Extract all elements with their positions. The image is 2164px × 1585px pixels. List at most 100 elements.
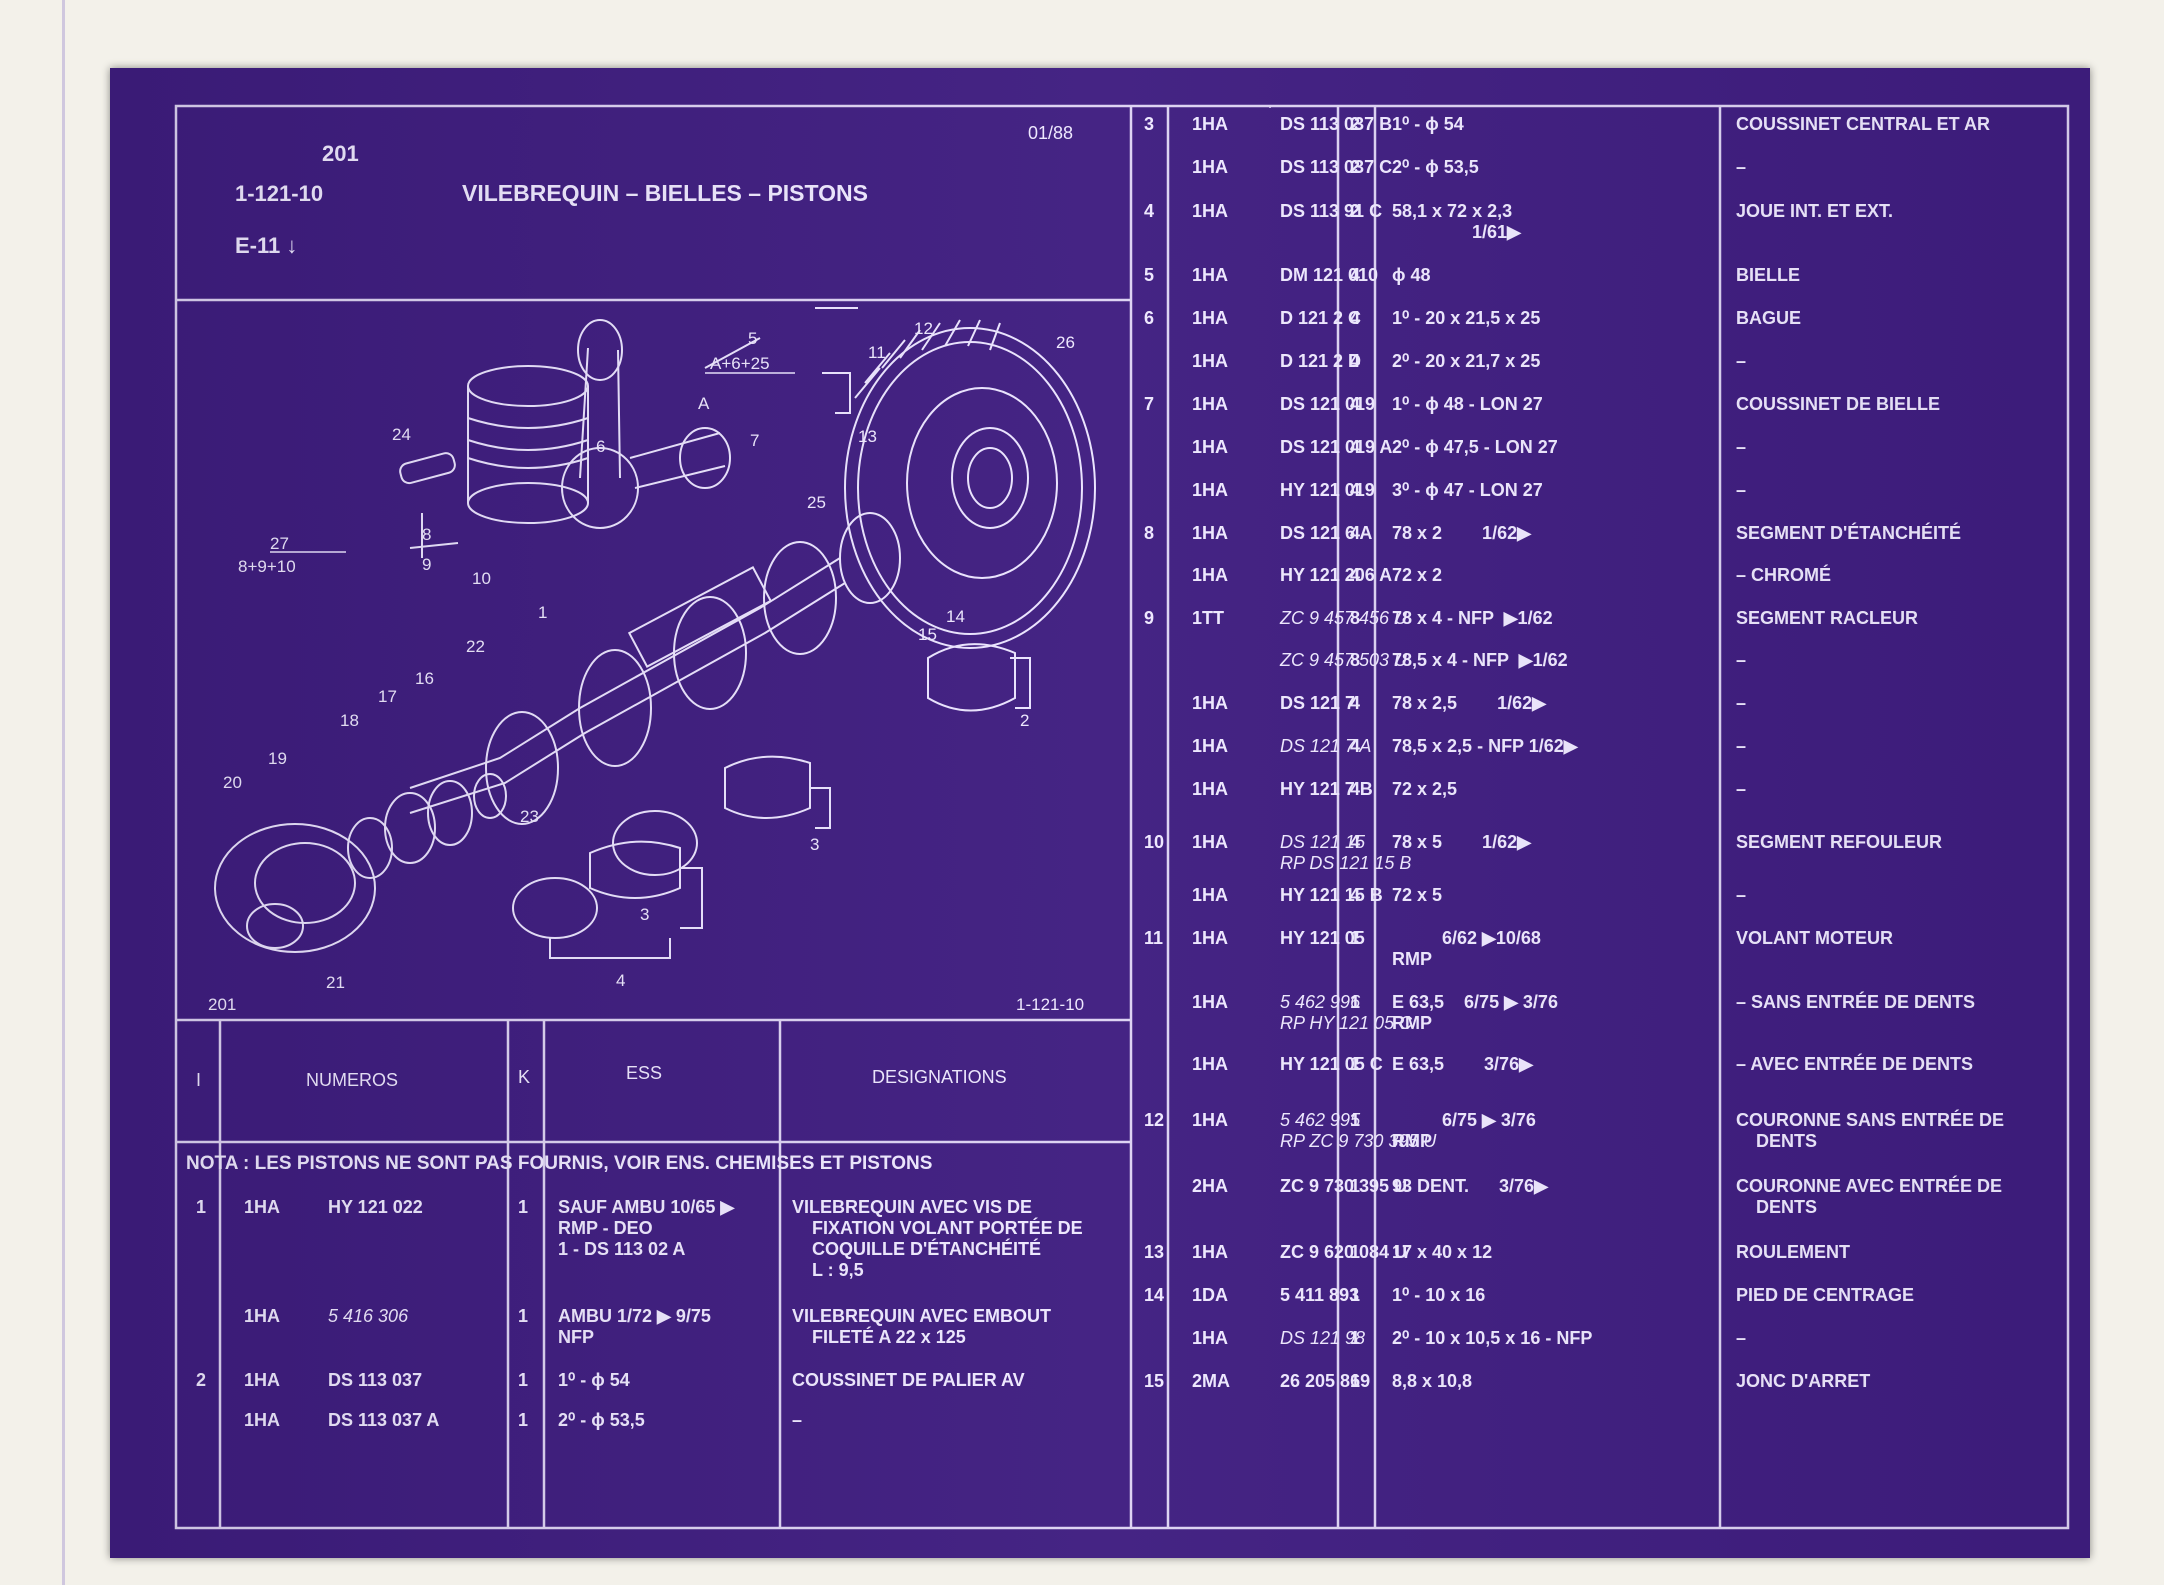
row-code: 1HA [1192, 308, 1229, 328]
diagram-label: 20 [223, 773, 242, 792]
row-part-number: HY 121 7 B [1280, 779, 1373, 799]
row-quantity: 1 [1350, 1371, 1361, 1391]
row-quantity: 8 [1350, 650, 1361, 670]
row-part-number: HY 121 019 [1280, 480, 1375, 500]
row-designation: – [792, 1410, 803, 1430]
row-quantity: 4 [1350, 265, 1361, 285]
row-code: 1HA [1192, 1110, 1229, 1130]
row-ess: 58,1 x 72 x 2,3 1/61▶ [1392, 201, 1521, 242]
row-designation: SEGMENT RACLEUR [1736, 608, 1919, 628]
row-ess: 78,5 x 2,5 - NFP 1/62▶ [1392, 736, 1578, 756]
diagram-label: 8 [422, 525, 432, 544]
row-designation: – [1736, 157, 1747, 177]
row-quantity: 4 [1350, 832, 1361, 852]
row-part-number: DS 121 7 [1280, 693, 1356, 713]
row-designation: – [1736, 736, 1747, 756]
row-part-number: DS 113 037 B [1280, 114, 1393, 134]
row-quantity: 8 [1350, 608, 1361, 628]
row-designation: VOLANT MOTEUR [1736, 928, 1893, 948]
diagram-label: 11 [868, 343, 886, 362]
row-index: 2 [196, 1370, 207, 1390]
row-code: 1HA [1192, 928, 1229, 948]
diagram-label: 24 [392, 425, 411, 444]
row-designation: – AVEC ENTRÉE DE DENTS [1736, 1054, 1974, 1074]
row-quantity: 4 [1350, 693, 1361, 713]
row-ess: 72 x 2,5 [1392, 779, 1458, 799]
row-designation: SEGMENT D'ÉTANCHÉITÉ [1736, 523, 1961, 543]
col-header-i: I [196, 1070, 202, 1090]
row-index: 3 [1144, 114, 1155, 134]
row-part-number: D 121 2 D [1280, 351, 1362, 371]
diagram-label: 7 [750, 431, 760, 450]
row-part-number: 5 462 996 RP HY 121 05 C [1280, 992, 1413, 1033]
row-ess: 72 x 2 [1392, 565, 1443, 585]
row-ess: 78 x 4 - NFP ▶1/62 [1392, 608, 1553, 628]
row-designation: BAGUE [1736, 308, 1802, 328]
row-code: 1HA [1192, 736, 1229, 756]
row-designation: – [1736, 1328, 1747, 1348]
row-code: 1HA [1192, 885, 1229, 905]
diagram-label: 23 [520, 807, 539, 826]
row-code: 1HA [1192, 523, 1229, 543]
row-part-number: 5 462 995 RP ZC 9 730 395 U [1280, 1110, 1437, 1151]
row-ess: E 63,5 6/75 ▶ 3/76 RMP [1392, 992, 1558, 1033]
page-number: 201 [322, 141, 359, 166]
diagram-label: 2 [1020, 711, 1030, 730]
row-index: 11 [1144, 928, 1164, 948]
row-code: 1HA [1192, 437, 1229, 457]
row-code: 1HA [244, 1370, 281, 1390]
page-title: VILEBREQUIN – BIELLES – PISTONS [462, 180, 868, 206]
row-code: 1HA [1192, 565, 1229, 585]
row-code: 1HA [1192, 265, 1229, 285]
row-part-number: D 121 2 C [1280, 308, 1362, 328]
row-ess: 8,8 x 10,8 [1392, 1371, 1473, 1391]
row-code: 1HA [1192, 351, 1229, 371]
row-code: 2HA [1192, 1176, 1229, 1196]
diagram-label: 18 [340, 711, 359, 730]
diagram-footer-right: 1-121-10 [1016, 995, 1085, 1014]
row-quantity: 4 [1350, 736, 1361, 756]
row-designation: COUSSINET DE BIELLE [1736, 394, 1941, 414]
row-index: 15 [1144, 1371, 1165, 1391]
diagram-label: A [698, 394, 710, 413]
row-designation: VILEBREQUIN AVEC EMBOUT FILETÉ A 22 x 12… [792, 1306, 1052, 1347]
row-quantity: 1 [1350, 928, 1361, 948]
row-ess: 78 x 2 1/62▶ [1392, 523, 1531, 543]
diagram-label: A+6+25 [710, 354, 770, 373]
row-designation: SEGMENT REFOULEUR [1736, 832, 1943, 852]
row-quantity: 2 [1350, 114, 1361, 134]
row-designation: – [1736, 885, 1747, 905]
row-designation: – [1736, 437, 1747, 457]
row-quantity: 1 [518, 1197, 529, 1217]
row-quantity: 4 [1350, 565, 1361, 585]
issue-date: 01/88 [1028, 123, 1074, 143]
row-code: 1HA [1192, 693, 1229, 713]
row-code: 1HA [1192, 1242, 1229, 1262]
row-index: 12 [1144, 1110, 1165, 1130]
row-code: 1TT [1192, 608, 1225, 628]
row-part-number: DS 113 91 C [1280, 201, 1383, 221]
diagram-label: 14 [946, 607, 965, 626]
row-designation: – [1736, 693, 1747, 713]
diagram-label: 25 [807, 493, 826, 512]
row-code: 1HA [1192, 832, 1229, 852]
row-quantity: 4 [1350, 885, 1361, 905]
row-part-number: DS 121 019 A [1280, 437, 1393, 457]
row-part-number: DS 113 037 [328, 1370, 423, 1390]
row-quantity: 1 [1350, 1285, 1361, 1305]
row-code: 1HA [244, 1410, 281, 1430]
row-code: 1HA [1192, 114, 1229, 134]
row-quantity: 1 [1350, 1176, 1361, 1196]
row-code: 2MA [1192, 1371, 1231, 1391]
row-quantity: 4 [1350, 523, 1361, 543]
row-part-number: DS 121 15 RP DS 121 15 B [1280, 832, 1412, 873]
sub-code: E-11 ↓ [235, 233, 298, 258]
col-header-numeros: NUMEROS [306, 1070, 399, 1090]
row-index: 4 [1144, 201, 1155, 221]
row-designation: VILEBREQUIN AVEC VIS DE FIXATION VOLANT … [792, 1197, 1083, 1280]
nota-text: NOTA : LES PISTONS NE SONT PAS FOURNIS, … [186, 1153, 933, 1174]
row-ess: 72 x 5 [1392, 885, 1443, 905]
row-ess: 2⁰ - ϕ 53,5 [558, 1410, 645, 1430]
row-ess: 93 DENT. 3/76▶ [1392, 1176, 1548, 1196]
row-index: 14 [1144, 1285, 1165, 1305]
